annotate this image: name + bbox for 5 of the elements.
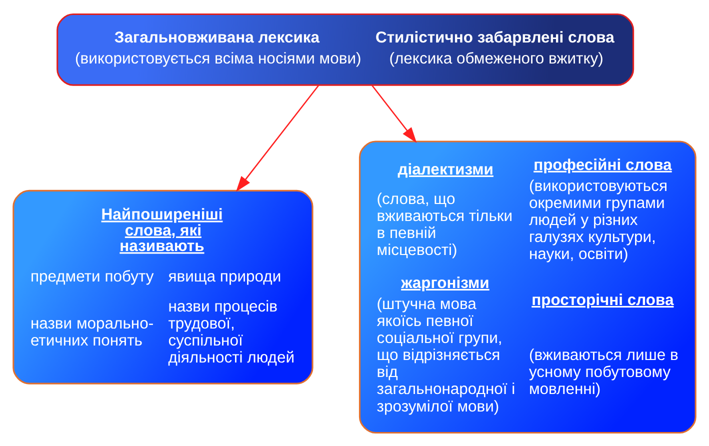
node-box: Найпоширеніші слова, які називають предмети побуту явища природи назви морально-етичних понять назви процесів трудової, суспільної діяльності людей (12, 189, 314, 384)
node-box: Загальновживана лексика (використовується всіма носіями мови) Стилістично забарвлені слова (лексика обмеженого вжитку) (56, 12, 634, 86)
node-box: діалектизми (слова, що вживаються тільки в певній місцевості) професійні слова (використовуються окремими групами людей у різних галузях культури, науки, освіти) жаргонізми (штучна мова якоїсь певної соціальної групи, що відрізняється від загальнонародної і зрозумілої мови) просторічні слова (вживаються лише в усному побутовому мовленні) (358, 140, 696, 434)
arrow (236, 84, 320, 192)
arrow (371, 84, 417, 142)
